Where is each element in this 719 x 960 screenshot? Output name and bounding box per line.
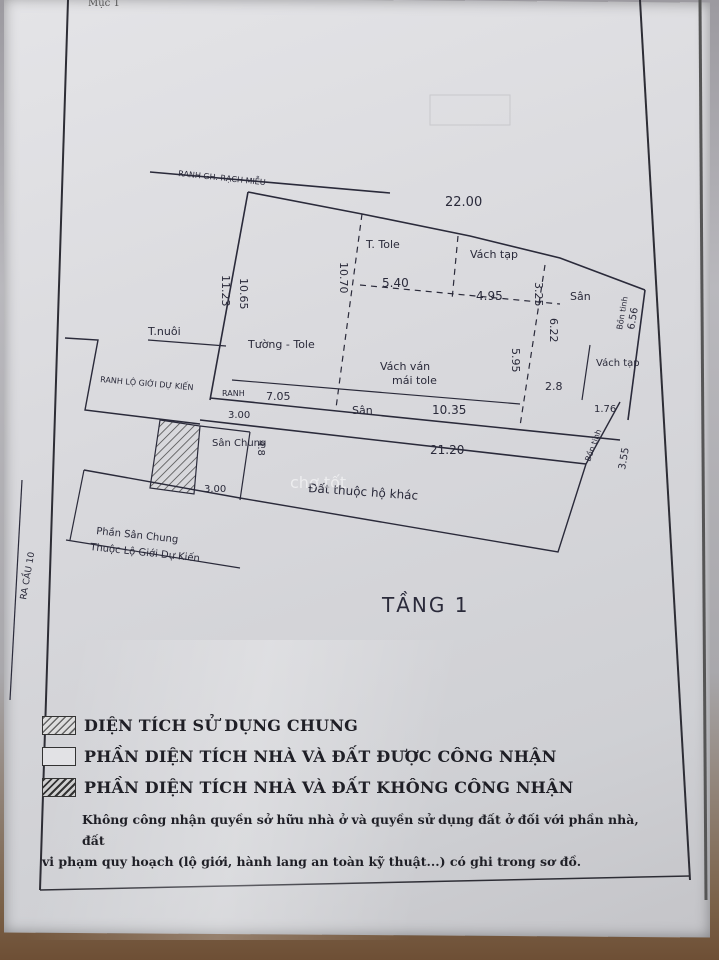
dim-1123: 11.23 [219, 275, 232, 307]
dim-705: 7.05 [266, 390, 291, 403]
dim-1035: 10.35 [432, 403, 466, 417]
t-nuoi-outline [64, 337, 201, 425]
side-road-line [9, 479, 23, 701]
shared-yard-hatch [149, 419, 201, 495]
vach-tap-2: Vách tạp [596, 357, 640, 369]
legend-note-line-1: Không công nhận quyền sở hữu nhà ở và qu… [82, 812, 639, 848]
interior-wall-5 [581, 344, 591, 401]
dim-48: 4.8 [255, 440, 266, 456]
legend-label: PHẦN DIỆN TÍCH NHÀ VÀ ĐẤT KHÔNG CÔNG NHẬ… [84, 778, 574, 797]
faded-stamp [429, 94, 511, 126]
dim-1070: 10.70 [337, 262, 350, 294]
vach-tap-1: Vách tạp [470, 248, 518, 261]
dim-495: 4.95 [476, 289, 503, 303]
neighbor-left-edge [69, 469, 85, 541]
legend-swatch-blank [42, 747, 76, 766]
dim-2120: 21.20 [430, 443, 464, 457]
interior-wall-2 [451, 235, 459, 301]
san-1: Sân [570, 290, 591, 303]
legend-block: DIỆN TÍCH SỬ DỤNG CHUNG PHẦN DIỆN TÍCH N… [42, 710, 662, 872]
frame-left-line [39, 0, 69, 891]
floor-title: TẦNG 1 [381, 592, 469, 617]
legend-note: Không công nhận quyền sở hữu nhà ở và qu… [42, 809, 642, 872]
neighbor-lot-outline [83, 463, 587, 553]
legend-label: PHẦN DIỆN TÍCH NHÀ VÀ ĐẤT ĐƯỢC CÔNG NHẬN [84, 747, 557, 766]
legend-label: DIỆN TÍCH SỬ DỤNG CHUNG [84, 716, 359, 735]
dim-1065: 10.65 [237, 278, 250, 310]
header-text: Mục 1 [88, 0, 120, 9]
interior-wall-1 [335, 213, 363, 409]
legend-swatch-hatch-light [42, 716, 76, 735]
legend-item-recognized-area: PHẦN DIỆN TÍCH NHÀ VÀ ĐẤT ĐƯỢC CÔNG NHẬN [42, 741, 662, 772]
t-nuoi-label: T.nuôi [147, 325, 181, 338]
ranh-gh-label: RANH GH. RẠCH MIỄU [178, 166, 267, 188]
interior-wall-4 [519, 264, 546, 427]
legend-note-line-2: vi phạm quy hoạch (lộ giới, hành lang an… [42, 854, 582, 869]
dim-595: 5.95 [509, 348, 522, 373]
lot-front-line [199, 419, 587, 465]
top-width-dim: 22.00 [445, 195, 482, 210]
mai-tole-label: mái tole [392, 374, 437, 387]
legend-item-shared-area: DIỆN TÍCH SỬ DỤNG CHUNG [42, 710, 662, 741]
thuoc-lo-label: Thuộc Lộ Giới Dự Kiến [89, 541, 201, 565]
tuong-tole-label: Tường - Tole [247, 338, 315, 351]
interior-wall-3 [359, 284, 561, 305]
lot-left-edge [209, 191, 249, 401]
dim-325: 3.25 [532, 282, 545, 307]
interior-wall-6 [231, 379, 521, 405]
lot-top-edge [247, 191, 646, 291]
ban-tinh-2: Bồn tinh [582, 428, 603, 463]
legend-swatch-hatch-dark [42, 778, 76, 797]
hem-label: RA CẦU 10 [16, 550, 37, 600]
yard-line-2 [239, 431, 251, 501]
frame-right-line [639, 0, 691, 881]
ranh-lo-gioi: RANH LỘ GIỚI DỰ KIẾN [100, 373, 194, 392]
lot-right-edge-lower [585, 401, 621, 465]
yard-line-1 [199, 425, 251, 433]
frame-bottom-line [39, 875, 691, 891]
ranh-2: RANH [222, 389, 245, 398]
vach-van-label: Vách ván [380, 360, 430, 373]
dim-300a: 3.00 [228, 410, 250, 421]
legend-item-unrecognized-area: PHẦN DIỆN TÍCH NHÀ VÀ ĐẤT KHÔNG CÔNG NHẬ… [42, 772, 662, 803]
road-line [65, 539, 241, 569]
dim-28: 2.8 [545, 380, 563, 393]
watermark-label: chợ tốt [290, 473, 346, 492]
t-nuoi-line [147, 339, 227, 347]
san-2: Sân [352, 404, 373, 417]
dim-540: 5.40 [382, 276, 409, 290]
lot-right-edge-upper [627, 289, 646, 421]
t-tole-1: T. Tole [365, 238, 400, 251]
dim-622: 6.22 [547, 318, 560, 343]
phan-san-label: Phần Sân Chung [96, 525, 179, 546]
ranh-front-line [209, 397, 621, 441]
ranh-gh-line [149, 171, 391, 194]
page-edge-line [698, 0, 708, 901]
dim-355: 3.55 [617, 447, 632, 471]
dim-176: 1.76 [594, 404, 616, 415]
san-chung-label: Sân Chung [212, 437, 266, 449]
dim-300b: 3.00 [204, 484, 226, 495]
dim-656: 6.56 [626, 307, 641, 331]
